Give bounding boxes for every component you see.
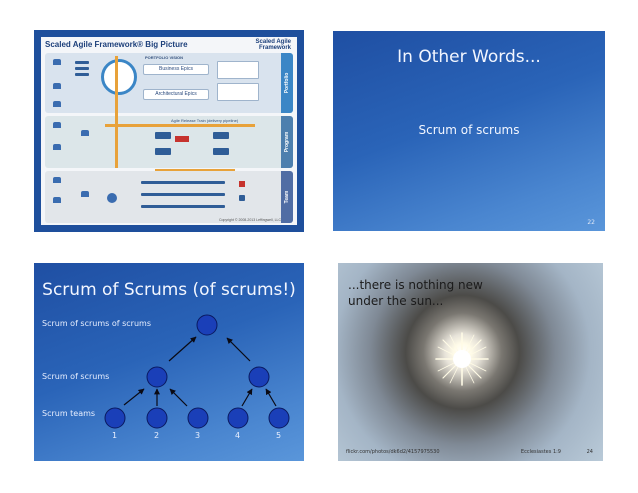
architectural-epics-pill: Architectural Epics	[143, 89, 209, 100]
vertical-flow-line	[115, 56, 118, 168]
scrum-of-scrums-slide[interactable]: Scrum of Scrums (of scrums!) Scrum of sc…	[34, 263, 304, 461]
node-team-5	[268, 407, 290, 429]
arrow-mid1-to-top	[168, 336, 197, 362]
portfolio-tab: Portfolio	[281, 53, 293, 113]
arrow-team4-to-mid2	[241, 388, 253, 407]
team-number-1: 1	[112, 431, 118, 440]
slide-heading: Scrum of Scrums (of scrums!)	[42, 280, 296, 300]
program-mgmt-people-icon	[53, 83, 61, 89]
architecture-note-box	[217, 83, 259, 101]
iteration-row-3	[141, 205, 225, 208]
safe-title: Scaled Agile Framework® Big Picture	[45, 40, 188, 49]
safe-logo-line2: Framework	[258, 45, 291, 51]
team-number-3: 3	[195, 431, 201, 440]
portfolio-bar-2	[75, 67, 89, 70]
team-label: Team	[284, 190, 290, 204]
team-number-4: 4	[235, 431, 241, 440]
release-train-track	[105, 124, 255, 127]
iteration-row-1	[141, 181, 225, 184]
node-team-4	[227, 407, 249, 429]
nothing-new-slide[interactable]: ...there is nothing new under the sun...…	[338, 263, 603, 461]
arrow-team3-to-mid1	[169, 388, 188, 407]
epics-note-box	[217, 61, 259, 79]
sun-starburst-image	[435, 332, 489, 386]
metrics-people-icon	[53, 101, 61, 107]
portfolio-label: Portfolio	[284, 72, 290, 94]
business-epics-pill: Business Epics	[143, 64, 209, 75]
quote-text: ...there is nothing new under the sun...	[348, 278, 483, 308]
portfolio-bar-3	[75, 73, 89, 76]
in-other-words-slide[interactable]: In Other Words... Scrum of scrums 22	[333, 31, 605, 231]
iteration-flow-line	[155, 169, 235, 171]
team-number-5: 5	[276, 431, 282, 440]
scrum-master-people-icon	[81, 191, 89, 197]
node-team-1	[104, 407, 126, 429]
system-team-people-icon	[53, 144, 61, 150]
node-top	[196, 314, 218, 336]
team-band: Team	[45, 169, 293, 223]
quality-check-icon	[107, 193, 117, 203]
portfolio-wheel-icon	[101, 59, 137, 95]
slide-number: 24	[586, 449, 593, 455]
slide-body-text: Scrum of scrums	[418, 123, 520, 137]
arrow-team1-to-mid1	[123, 388, 145, 406]
legend-blue-marker	[239, 195, 245, 201]
release-mgmt-people-icon	[53, 122, 61, 128]
portfolio-bar-1	[75, 61, 89, 64]
program-backlog-box-3	[155, 148, 171, 155]
slide-number: 22	[587, 219, 595, 226]
program-backlog-box-1	[155, 132, 171, 139]
program-band: Program Agile Release Train (delivery pi…	[45, 56, 293, 168]
portfolio-people-icon	[53, 59, 61, 65]
safe-logo-line1: Scaled Agile	[255, 39, 291, 45]
level-label-top: Scrum of scrums of scrums	[42, 319, 151, 328]
team-number-2: 2	[154, 431, 160, 440]
safe-big-picture-slide[interactable]: Scaled Agile Framework® Big Picture Scal…	[34, 30, 304, 232]
arrow-team5-to-mid2	[265, 388, 277, 407]
portfolio-vision-label: PORTFOLIO VISION	[145, 55, 184, 60]
slide-heading: In Other Words...	[397, 47, 541, 67]
iteration-row-2	[141, 193, 225, 196]
program-label: Program	[284, 131, 290, 153]
node-mid-2	[248, 366, 270, 388]
scripture-reference: Ecclesiastes 1:9	[520, 449, 561, 455]
portfolio-band: Portfolio PORTFOLIO VISION Business Epic…	[45, 53, 293, 113]
safe-diagram: Scaled Agile Framework® Big Picture Scal…	[41, 37, 297, 225]
level-label-bottom: Scrum teams	[42, 409, 96, 418]
program-backlog-box-red	[175, 136, 189, 142]
safe-logo: Scaled Agile Framework	[256, 39, 291, 51]
safe-copyright: Copyright © 2008-2013 Leffingwell, LLC	[218, 218, 281, 222]
agile-teams-people-icon	[53, 197, 61, 203]
node-team-3	[187, 407, 209, 429]
product-owner-people-icon	[53, 177, 61, 183]
program-tab: Program	[281, 116, 293, 168]
program-backlog-box-2	[213, 132, 229, 139]
image-source-credit: flickr.com/photos/dk6d2/4157975530	[346, 449, 440, 455]
program-backlog-box-4	[213, 148, 229, 155]
arrow-mid2-to-top	[226, 337, 251, 362]
legend-red-marker	[239, 181, 245, 187]
agile-release-train-label: Agile Release Train (delivery pipeline)	[171, 118, 239, 123]
node-mid-1	[146, 366, 168, 388]
hierarchy-diagram	[104, 314, 290, 429]
product-mgmt-people-icon	[81, 130, 89, 136]
node-team-2	[146, 407, 168, 429]
level-label-mid: Scrum of scrums	[42, 372, 110, 381]
team-tab: Team	[281, 171, 293, 223]
